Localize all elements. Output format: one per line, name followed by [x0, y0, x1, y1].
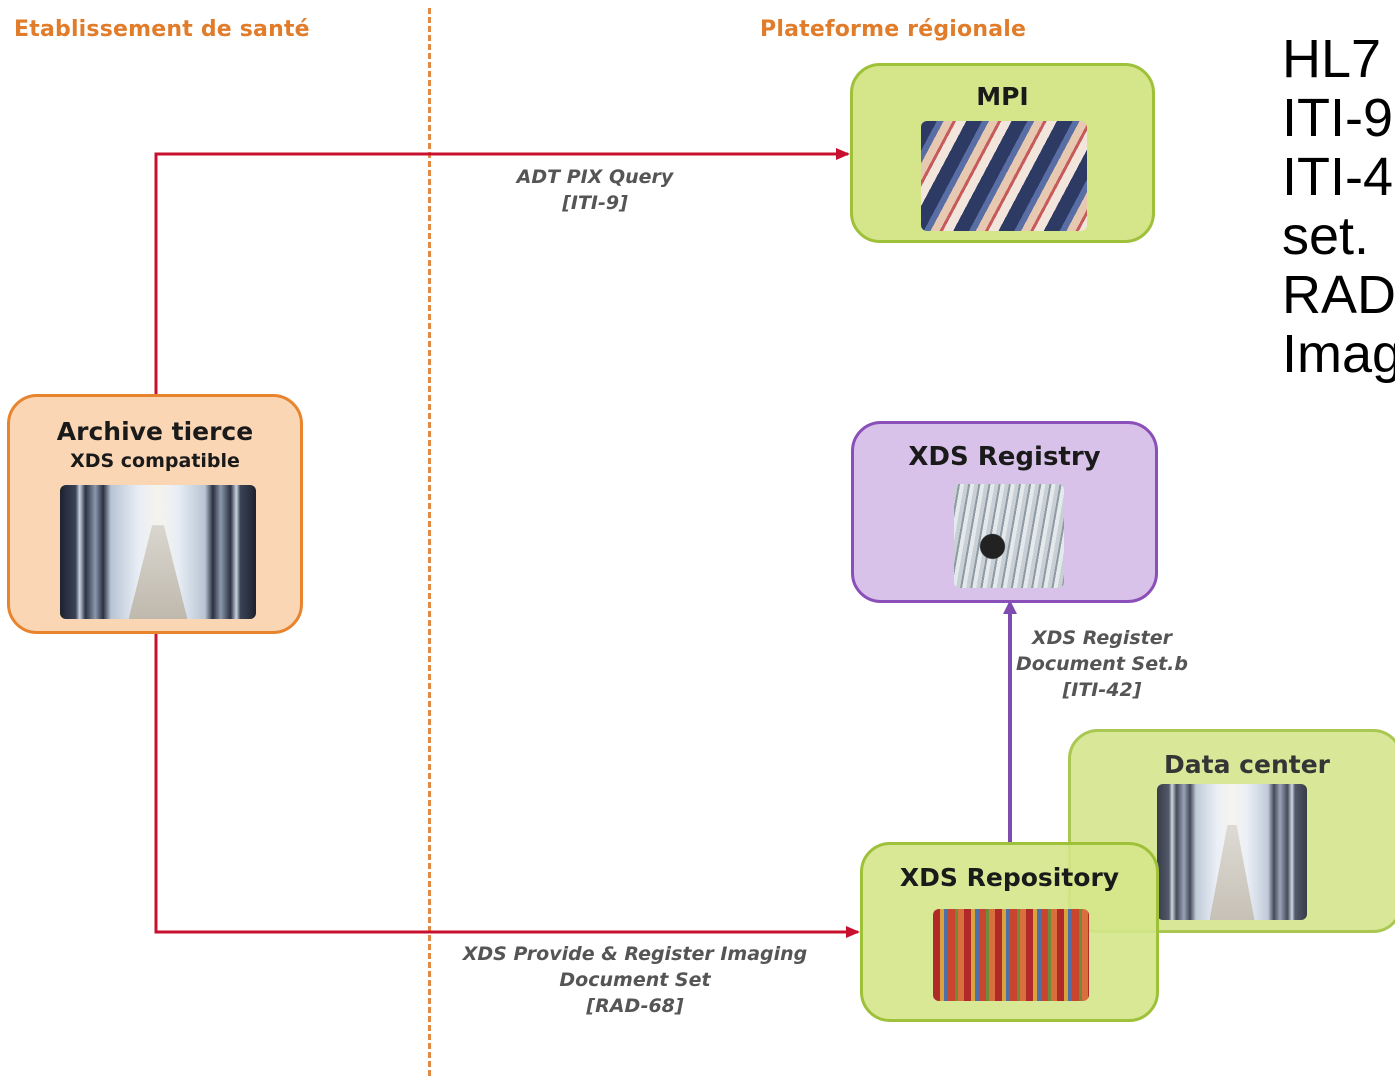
connector-pix-query [154, 148, 850, 395]
file-folders-picture [921, 121, 1087, 231]
connector-register-arrowhead [1003, 600, 1017, 614]
label-provide-line3: [RAD-68] [586, 995, 684, 1017]
side-text-line: RAD [1282, 265, 1395, 325]
label-provide-line2: Document Set [559, 969, 711, 991]
connector-provide-register [154, 632, 860, 938]
registry-title: XDS Registry [908, 442, 1101, 472]
label-pix-query-line2: [ITI-9] [562, 192, 628, 214]
side-text-line: HL7 [1282, 29, 1382, 89]
archive-subtitle: XDS compatible [70, 450, 240, 472]
label-register-line1: XDS Register [1031, 627, 1173, 649]
registry-node[interactable]: XDS Registry [851, 421, 1158, 603]
label-register-document: XDS Register Document Set.b [ITI-42] [1010, 625, 1194, 703]
side-text-panel: HL7 ITI-9 ITI-4 set. RAD Imag [1282, 30, 1395, 384]
side-text-line: ITI-9 [1282, 88, 1394, 148]
zone-divider [428, 8, 431, 1076]
mpi-node[interactable]: MPI [850, 63, 1155, 243]
mpi-title: MPI [976, 82, 1029, 111]
archive-node[interactable]: Archive tierce XDS compatible [7, 394, 303, 634]
document-shelves-picture [933, 909, 1089, 1001]
datacenter-corridor-picture [1157, 784, 1307, 920]
side-text-line: ITI-4 [1282, 147, 1394, 207]
repository-node[interactable]: XDS Repository [860, 842, 1159, 1022]
archive-title: Archive tierce [56, 417, 254, 446]
label-pix-query-line1: ADT PIX Query [516, 166, 674, 188]
zone-title-etablissement: Etablissement de santé [14, 17, 310, 42]
side-text-line: Imag [1282, 324, 1395, 384]
label-pix-query: ADT PIX Query [ITI-9] [480, 164, 710, 216]
repository-title: XDS Repository [899, 863, 1120, 892]
rolodex-picture [954, 484, 1064, 588]
label-provide-line1: XDS Provide & Register Imaging [462, 943, 808, 965]
side-text-line: set. [1282, 206, 1370, 266]
label-register-line2: Document Set.b [1016, 653, 1188, 675]
zone-title-plateforme: Plateforme régionale [760, 17, 1027, 42]
server-corridor-picture [60, 485, 256, 619]
label-provide-register: XDS Provide & Register Imaging Document … [455, 941, 815, 1019]
datacenter-title: Data center [1164, 750, 1330, 779]
label-register-line3: [ITI-42] [1062, 679, 1142, 701]
